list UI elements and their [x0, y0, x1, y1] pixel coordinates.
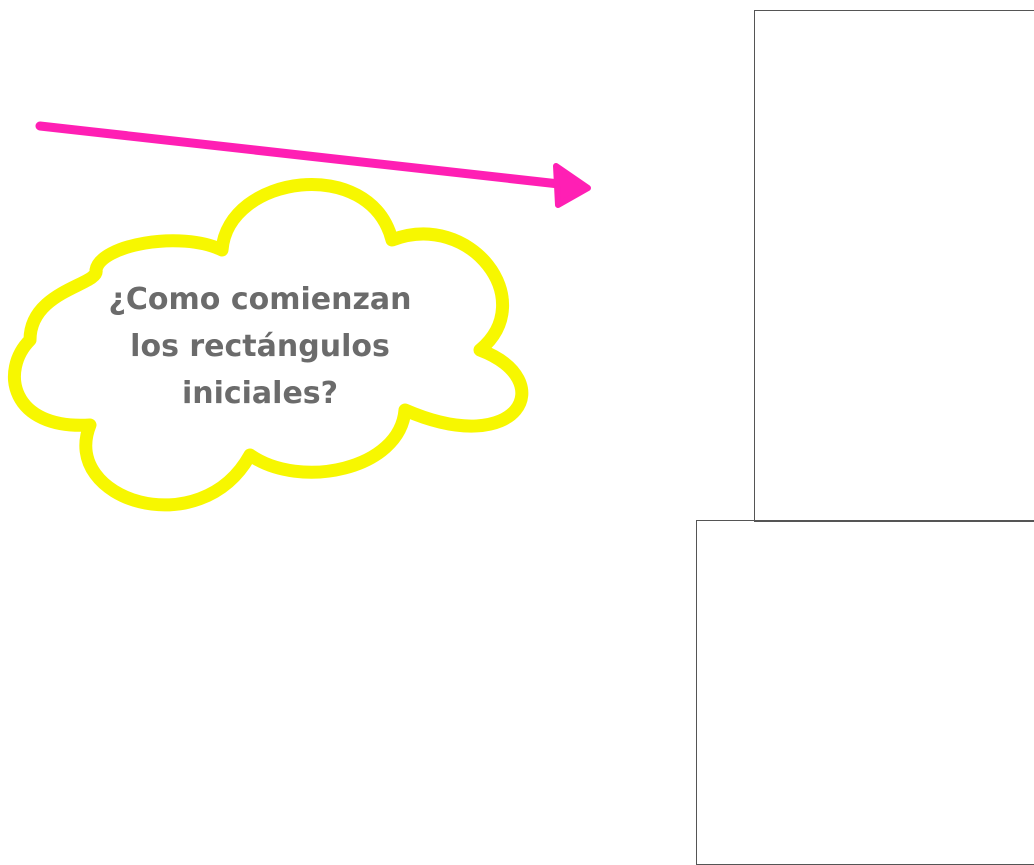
rectangle-bottom[interactable]: [696, 520, 1034, 865]
cloud-text-line-3: iniciales?: [181, 376, 339, 411]
arrow-right-icon[interactable]: [20, 100, 610, 220]
cloud-shape[interactable]: [0, 150, 550, 530]
cloud-question-text: ¿Como comienzan los rectángulos iniciale…: [60, 276, 460, 417]
cloud-text-line-2: los rectángulos: [130, 329, 390, 364]
rectangle-top[interactable]: [754, 10, 1034, 522]
cloud-text-line-1: ¿Como comienzan: [108, 282, 412, 317]
